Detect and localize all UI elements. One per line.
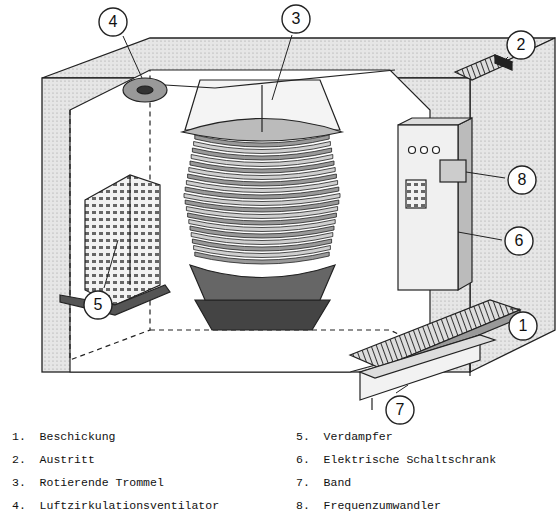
callout-ring bbox=[282, 5, 310, 33]
cabinet-dial bbox=[421, 147, 428, 154]
housing bbox=[42, 38, 555, 372]
frequency-converter bbox=[440, 160, 466, 182]
evaporator-edge bbox=[129, 175, 130, 285]
callout-number: 3 bbox=[281, 10, 311, 28]
cabinet-top bbox=[398, 118, 472, 125]
callout-number: 8 bbox=[507, 171, 537, 189]
spiral-tier bbox=[188, 174, 337, 186]
callout-ring bbox=[84, 291, 112, 319]
callout-ring bbox=[509, 312, 537, 340]
callout-ring bbox=[507, 31, 535, 59]
leader-lines bbox=[104, 35, 520, 393]
outfeed bbox=[455, 55, 512, 80]
callout-circle: 8 bbox=[507, 165, 537, 195]
floor-shade bbox=[195, 300, 330, 330]
leader-line bbox=[466, 172, 505, 178]
part-list-entry: 6. Elektrische Schaltschrank bbox=[296, 453, 496, 466]
callout-number: 2 bbox=[506, 36, 536, 54]
spiral-tier bbox=[192, 148, 331, 160]
callout-circle: 1 bbox=[508, 311, 538, 341]
leader-line bbox=[396, 385, 408, 393]
callout-ring bbox=[386, 396, 414, 424]
spiral-tier bbox=[195, 135, 329, 147]
callout-number: 6 bbox=[504, 232, 534, 250]
callout-circle: 5 bbox=[83, 290, 113, 320]
rotating-drum bbox=[182, 70, 395, 300]
evaporator bbox=[60, 175, 170, 315]
outfeed-belt bbox=[455, 55, 512, 80]
infeed-conveyor bbox=[350, 300, 520, 410]
drum-bar bbox=[215, 70, 395, 88]
band-leg bbox=[371, 398, 372, 410]
fan-housing bbox=[123, 78, 167, 102]
part-list-entry: 8. Frequenzumwandler bbox=[296, 499, 441, 512]
cabinet-dial bbox=[409, 147, 416, 154]
spiral-tier bbox=[190, 161, 334, 173]
callout-ring bbox=[508, 166, 536, 194]
outfeed-end bbox=[495, 55, 512, 70]
spiral-tier bbox=[194, 142, 331, 154]
callout-circle: 6 bbox=[504, 226, 534, 256]
spiral-tier bbox=[189, 168, 335, 180]
evaporator-block bbox=[85, 175, 160, 305]
band-leg bbox=[469, 364, 470, 376]
band-frame-top bbox=[360, 335, 495, 378]
leader-line bbox=[510, 309, 520, 310]
callout-number: 5 bbox=[83, 296, 113, 314]
drum-base bbox=[190, 265, 335, 300]
leader-line bbox=[272, 35, 292, 100]
callout-circle: 2 bbox=[506, 30, 536, 60]
leader-line bbox=[104, 240, 118, 288]
cabinet-switches bbox=[406, 180, 426, 208]
spiral-belt bbox=[184, 135, 340, 264]
cabinet-side bbox=[458, 118, 472, 290]
spiral-tier bbox=[186, 181, 337, 193]
part-list-entry: 4. Luftzirkulationsventilator bbox=[12, 499, 219, 512]
part-list-entry: 7. Band bbox=[296, 476, 351, 489]
fan-duct bbox=[165, 85, 215, 88]
callout-circle: 7 bbox=[385, 395, 415, 425]
callout-ring bbox=[505, 227, 533, 255]
part-list-entry: 3. Rotierende Trommel bbox=[12, 476, 164, 489]
callout-number: 7 bbox=[385, 401, 415, 419]
drum-shaft bbox=[261, 85, 262, 132]
callout-circle: 4 bbox=[98, 7, 128, 37]
fan-hub bbox=[137, 86, 153, 94]
spiral-tier bbox=[191, 155, 333, 167]
control-cabinet bbox=[398, 118, 472, 290]
part-list-entry: 2. Austritt bbox=[12, 453, 95, 466]
spiral-tier bbox=[185, 187, 339, 199]
callout-ring bbox=[99, 8, 127, 36]
cabinet-front bbox=[398, 125, 458, 290]
callout-circle: 3 bbox=[281, 4, 311, 34]
cutaway bbox=[70, 70, 430, 372]
callout-number: 4 bbox=[98, 13, 128, 31]
part-list-entry: 1. Beschickung bbox=[12, 430, 116, 443]
leader-line bbox=[503, 57, 508, 62]
part-list-entry: 5. Verdampfer bbox=[296, 430, 393, 443]
leader-line bbox=[458, 232, 502, 240]
cabinet-dial bbox=[433, 147, 440, 154]
spiral-tier bbox=[195, 252, 329, 264]
callout-number: 1 bbox=[508, 317, 538, 335]
cutaway-interior bbox=[70, 70, 430, 372]
fan bbox=[123, 78, 215, 102]
leader-line bbox=[123, 36, 142, 78]
evaporator-tray bbox=[60, 285, 170, 315]
